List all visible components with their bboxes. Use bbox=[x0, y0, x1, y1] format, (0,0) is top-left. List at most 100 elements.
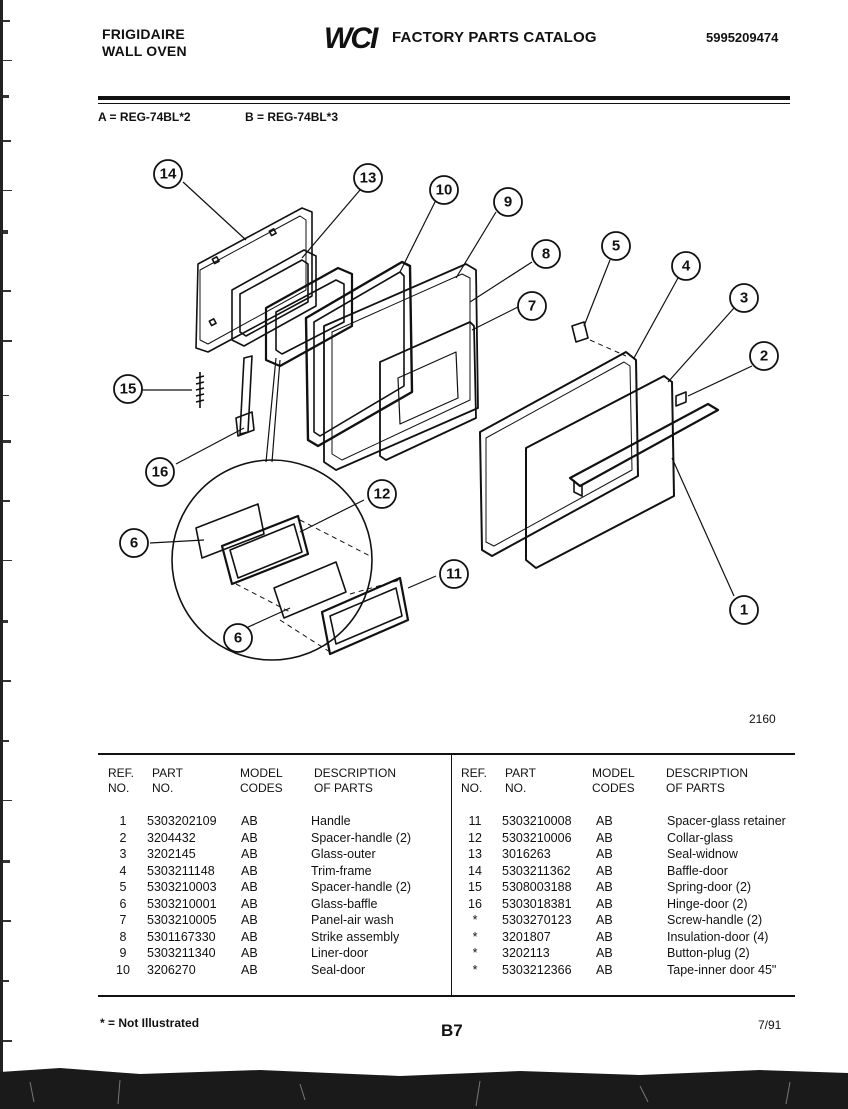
header-desc-line2: OF PARTS bbox=[314, 781, 373, 795]
detail-spacer-glass-retainer bbox=[320, 576, 410, 656]
table-cell: 5303210001 bbox=[147, 896, 217, 911]
table-cell: Spring-door (2) bbox=[667, 880, 752, 894]
callout-9: 9 bbox=[504, 194, 512, 211]
callout-14: 14 bbox=[160, 166, 177, 183]
table-cell: 12 bbox=[468, 830, 482, 845]
header-part-line1: PART bbox=[152, 766, 183, 780]
table-cell: Insulation-door (4) bbox=[667, 929, 769, 944]
table-cell: Strike assembly bbox=[311, 929, 400, 944]
table-cell: Seal-door bbox=[311, 962, 366, 977]
table-cell: 5303211148 bbox=[147, 863, 215, 878]
not-illustrated-note: * = Not Illustrated bbox=[100, 1016, 200, 1030]
table-cell: Tape-inner door 45" bbox=[667, 962, 777, 977]
table-cell: 3016263 bbox=[502, 847, 551, 861]
product-name: WALL OVEN bbox=[102, 43, 187, 59]
header-desc-line2: OF PARTS bbox=[666, 781, 725, 795]
callout-11: 11 bbox=[446, 566, 462, 583]
table-cell: AB bbox=[596, 863, 613, 878]
left-desc-column: Handle Spacer-handle (2) Glass-outer Tri… bbox=[311, 813, 411, 978]
table-cell: 13 bbox=[468, 847, 482, 861]
table-cell: 5303018381 bbox=[502, 896, 572, 911]
table-cell: Liner-door bbox=[311, 946, 368, 960]
header-desc-line1: DESCRIPTION bbox=[314, 766, 397, 780]
table-cell: 7 bbox=[119, 913, 127, 927]
detail-collar-glass bbox=[220, 514, 310, 586]
table-cell: 15 bbox=[468, 880, 482, 894]
header-part-line2: NO. bbox=[152, 781, 174, 795]
table-cell: 3201807 bbox=[502, 929, 551, 944]
header-desc-left: DESCRIPTION OF PARTS bbox=[314, 766, 396, 796]
part-trim-frame bbox=[479, 351, 639, 557]
left-ref-column: 1 2 3 4 5 6 7 8 9 10 bbox=[112, 813, 134, 978]
table-cell: AB bbox=[596, 962, 613, 977]
table-cell: 3206270 bbox=[147, 962, 196, 977]
table-cell: AB bbox=[241, 814, 258, 828]
table-cell: Hinge-door (2) bbox=[667, 896, 748, 911]
table-cell: Spacer-handle (2) bbox=[311, 880, 412, 894]
table-cell: 5308003188 bbox=[502, 880, 572, 894]
table-cell: AB bbox=[241, 896, 258, 911]
table-cell: 5303210005 bbox=[147, 913, 217, 927]
part-panel-air-wash bbox=[379, 321, 477, 461]
header-model-line2: CODES bbox=[240, 781, 283, 795]
header-ref-left: REF. NO. bbox=[108, 766, 134, 796]
table-cell: 2 bbox=[119, 830, 127, 845]
scan-bottom-edge bbox=[0, 1068, 848, 1109]
table-cell: 9 bbox=[119, 946, 127, 960]
table-cell: AB bbox=[596, 814, 613, 828]
part-window-frame bbox=[264, 266, 354, 368]
table-rule-bottom bbox=[98, 995, 795, 997]
part-hinge-door bbox=[235, 355, 255, 437]
callout-1: 1 bbox=[740, 602, 748, 619]
table-cell: 5303211362 bbox=[502, 863, 571, 878]
table-cell: AB bbox=[241, 863, 258, 878]
table-cell: AB bbox=[241, 830, 258, 845]
part-seal-window bbox=[231, 249, 317, 347]
part-glass-outer bbox=[525, 375, 675, 569]
header-part-left: PART NO. bbox=[152, 766, 183, 796]
table-cell: 14 bbox=[468, 863, 482, 878]
table-cell: 11 bbox=[468, 814, 482, 828]
callout-16: 16 bbox=[152, 464, 169, 481]
header-ref-line1: REF. bbox=[461, 766, 488, 780]
left-part-column: 5303202109 3204432 3202145 5303211148 53… bbox=[147, 813, 217, 978]
callout-6-upper: 6 bbox=[130, 535, 138, 552]
table-cell: Panel-air wash bbox=[311, 913, 394, 927]
table-cell: AB bbox=[241, 880, 258, 894]
table-cell: 6 bbox=[119, 896, 127, 911]
table-cell: Glass-outer bbox=[311, 847, 376, 861]
model-b-label: B = REG-74BL*3 bbox=[245, 110, 339, 124]
table-cell: 5303211340 bbox=[147, 946, 216, 960]
diagram-code: 2160 bbox=[749, 712, 776, 726]
callout-6-lower: 6 bbox=[234, 630, 242, 647]
header-model-right: MODEL CODES bbox=[592, 766, 635, 796]
part-spring-door bbox=[195, 372, 205, 408]
right-ref-column: 11 12 13 14 15 16 * * * * bbox=[464, 813, 486, 978]
callout-13: 13 bbox=[360, 170, 377, 187]
header-part-line1: PART bbox=[505, 766, 536, 780]
model-a-label: A = REG-74BL*2 bbox=[98, 110, 191, 124]
detail-zoom-circle bbox=[171, 357, 373, 661]
table-cell: 3202145 bbox=[147, 847, 196, 861]
table-cell: AB bbox=[241, 962, 258, 977]
exploded-parts-diagram: 14 13 10 9 8 7 5 4 3 2 15 16 12 6 11 6 1 bbox=[113, 159, 779, 661]
table-cell: Screw-handle (2) bbox=[667, 913, 763, 927]
table-cell: Spacer-glass retainer bbox=[667, 814, 786, 828]
header-model-line1: MODEL bbox=[240, 766, 283, 780]
detail-glass-baffle-upper bbox=[195, 503, 265, 559]
table-cell: * bbox=[472, 913, 478, 927]
table-cell: AB bbox=[596, 929, 613, 944]
detail-glass-baffle-lower bbox=[273, 561, 347, 619]
right-model-column: AB AB AB AB AB AB AB AB AB AB bbox=[596, 813, 613, 978]
table-cell: 5 bbox=[119, 880, 127, 894]
table-cell: AB bbox=[241, 913, 258, 927]
table-cell: Spacer-handle (2) bbox=[311, 830, 412, 845]
table-cell: 10 bbox=[116, 962, 130, 977]
table-cell: * bbox=[472, 946, 478, 960]
table-cell: 5303210003 bbox=[147, 880, 217, 894]
table-cell: 3204432 bbox=[147, 830, 196, 845]
table-cell: 8 bbox=[119, 929, 127, 944]
table-cell: AB bbox=[596, 896, 613, 911]
table-cell: Glass-baffle bbox=[311, 896, 378, 911]
